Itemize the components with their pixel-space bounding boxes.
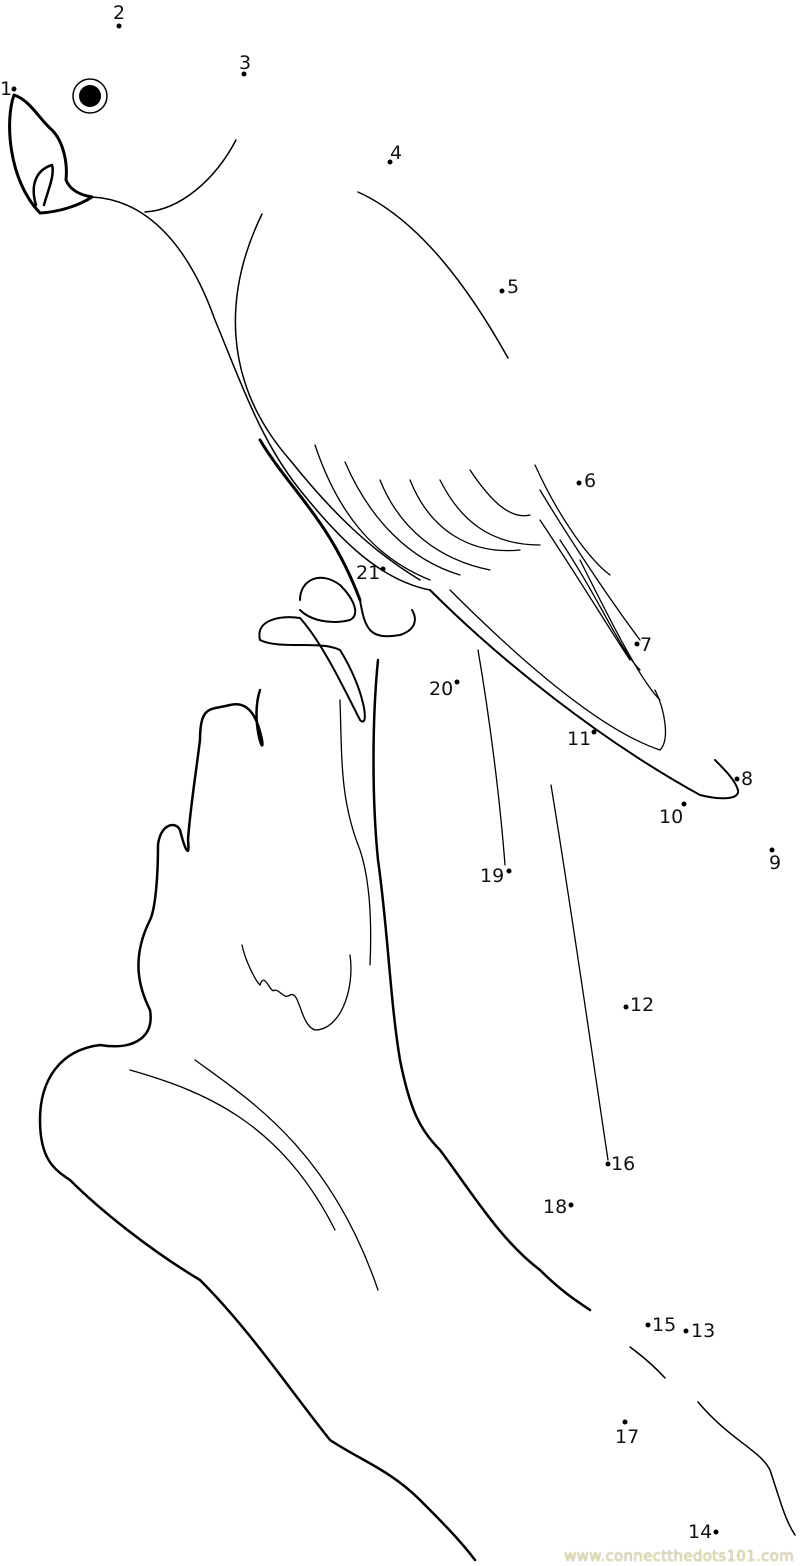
dot-label: 21: [356, 562, 380, 584]
dot-label: 3: [239, 52, 251, 74]
branch-outline-right: [372, 658, 592, 1312]
branch-outline-left: [38, 688, 477, 1562]
wing-feathers: [314, 444, 661, 701]
dot-12[interactable]: 12: [623, 994, 655, 1016]
dot-6[interactable]: 6: [576, 470, 597, 492]
dot-14[interactable]: 14: [688, 1521, 719, 1543]
dot-10[interactable]: 10: [659, 801, 687, 829]
dot-label: 20: [429, 678, 453, 700]
dot-label: 4: [390, 142, 402, 164]
tail-inner: [449, 589, 667, 751]
branch-knot: [241, 699, 372, 1031]
dot-18[interactable]: 18: [543, 1196, 574, 1218]
dot-9[interactable]: 9: [769, 847, 781, 875]
chest-line: [258, 438, 362, 602]
back-line: [357, 191, 509, 359]
tail: [429, 589, 740, 800]
eye-pupil: [79, 85, 101, 107]
dot-label: 2: [113, 2, 125, 24]
dot-16[interactable]: 16: [605, 1153, 636, 1175]
dot-label: 18: [543, 1196, 567, 1218]
dot-label: 10: [659, 806, 683, 828]
dot-8[interactable]: 8: [734, 768, 754, 790]
parrot-foot: [258, 576, 416, 723]
dot-3[interactable]: 3: [239, 52, 251, 77]
dot-label: 13: [691, 1320, 715, 1342]
dot-label: 8: [741, 768, 753, 790]
watermark: www.connectthedots101.com: [564, 1547, 794, 1565]
branch-end: [629, 1346, 796, 1536]
dot-label: 16: [611, 1153, 635, 1175]
beak-inner: [32, 163, 54, 207]
dot-21[interactable]: 21: [356, 562, 386, 584]
dot-label: 9: [769, 852, 781, 874]
dot-19[interactable]: 19: [480, 865, 512, 887]
dot-15[interactable]: 15: [645, 1314, 677, 1336]
dot-label: 7: [640, 634, 652, 656]
beak: [8, 93, 94, 215]
dot-5[interactable]: 5: [499, 276, 520, 298]
dot-label: 1: [0, 78, 12, 100]
dot-13[interactable]: 13: [683, 1320, 716, 1342]
branch-texture: [129, 1059, 379, 1291]
dot-label: 12: [630, 994, 654, 1016]
parrot-drawing: [8, 78, 796, 1562]
eye-outline: [72, 78, 108, 114]
numbered-dots: 1 2 3 4 5 6 7 8 9 10 11 12 13 14 15 16 1…: [0, 2, 781, 1543]
dot-2[interactable]: 2: [113, 2, 125, 29]
branch-lines: [477, 649, 609, 1161]
wing-front: [234, 213, 421, 581]
dot-17[interactable]: 17: [615, 1419, 639, 1449]
dot-1[interactable]: 1: [0, 78, 17, 100]
dot-label: 15: [652, 1314, 676, 1336]
dot-label: 14: [688, 1521, 712, 1543]
dot-4[interactable]: 4: [387, 142, 403, 165]
dot-label: 6: [584, 470, 596, 492]
body-front: [91, 196, 431, 591]
dot-label: 5: [507, 276, 519, 298]
dot-7[interactable]: 7: [634, 634, 653, 656]
dot-label: 11: [567, 728, 591, 750]
dot-20[interactable]: 20: [429, 678, 460, 700]
dot-11[interactable]: 11: [567, 728, 597, 750]
dot-label: 19: [480, 865, 504, 887]
head-back: [144, 139, 237, 213]
dot-label: 17: [615, 1426, 639, 1448]
